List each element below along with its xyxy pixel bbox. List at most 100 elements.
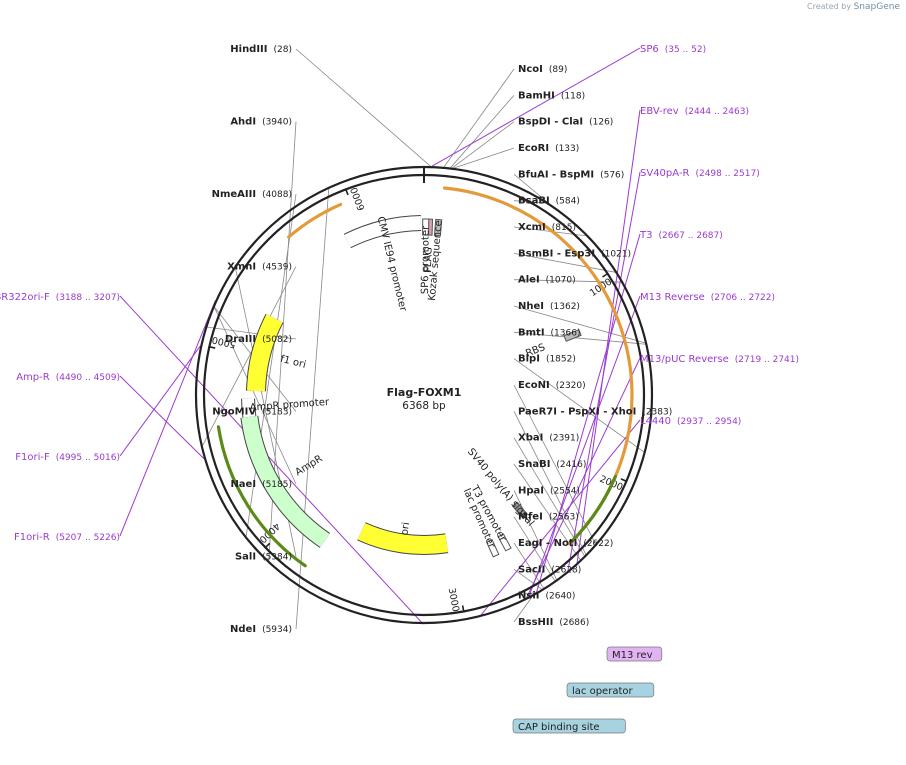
- primer-range: (3188 .. 3207): [56, 293, 120, 303]
- primer-range: (2937 .. 2954): [677, 417, 741, 427]
- orf-arc: [287, 202, 343, 239]
- boxed-label-bg: [606, 646, 663, 662]
- site-leader-line: [200, 266, 297, 449]
- primer-label: SP6(35 .. 52): [640, 44, 706, 55]
- site-position: (5384): [262, 553, 292, 563]
- site-label: NaeI(5185): [230, 479, 292, 490]
- boxed-label: CAP binding site: [518, 722, 600, 733]
- site-leader-line: [513, 279, 624, 283]
- site-leader-line: [513, 596, 533, 623]
- site-label: NsiI(2640): [518, 591, 575, 602]
- primer-label: EBV-rev (2444 .. 2463): [640, 106, 749, 117]
- site-position: (2391): [549, 434, 579, 444]
- site-position: (1021): [601, 249, 631, 259]
- site-position: (133): [555, 144, 579, 154]
- site-name: EcoRI: [518, 143, 549, 154]
- feature-rbs: [563, 329, 582, 342]
- primer-range: (5207 .. 5226): [56, 533, 120, 543]
- site-name: XmnI: [227, 262, 256, 273]
- site-label: EcoNI(2320): [518, 380, 586, 391]
- site-name: BssHII: [518, 617, 553, 628]
- site-position: (5082): [262, 335, 292, 345]
- primer-name: M13 Reverse: [640, 292, 705, 303]
- orf-arc: [216, 425, 307, 568]
- site-label: SnaBI(2416): [518, 459, 586, 470]
- site-name: NgoMIV: [212, 407, 256, 418]
- site-position: (1852): [546, 355, 576, 365]
- site-label: BmtI(1366): [518, 327, 580, 338]
- primer-range: (4490 .. 4509): [56, 373, 120, 383]
- primer-leader-line: [431, 47, 641, 167]
- primer-name: SP6: [640, 44, 659, 55]
- site-label: DraIII (5082): [225, 334, 292, 345]
- site-label: AhdI(3940): [230, 117, 292, 128]
- site-name: SacII: [518, 564, 545, 575]
- primer-label: M13 Reverse(2706 .. 2722): [640, 292, 775, 303]
- site-label: AleI(1070): [518, 275, 576, 286]
- site-position: (2416): [556, 460, 586, 470]
- feature-ori: [357, 523, 449, 554]
- site-position: (584): [556, 197, 580, 207]
- credit-brand: SnapGene: [853, 2, 900, 12]
- feature-label: FLAG: [423, 247, 435, 273]
- primer-name: pBR322ori-F: [0, 292, 50, 303]
- feature-cmv-ie94-promoter: [344, 216, 422, 248]
- primer-range: (2719 .. 2741): [735, 355, 799, 365]
- site-label: BsmBI - Esp3I(1021): [518, 248, 631, 259]
- tick-label: 5000: [211, 334, 237, 350]
- features-layer: [216, 186, 634, 568]
- site-position: (2320): [556, 381, 586, 391]
- site-position: (1362): [550, 302, 580, 312]
- primer-name: L4440: [640, 416, 671, 427]
- site-position: (126): [589, 118, 613, 128]
- site-position: (2622): [583, 539, 613, 549]
- site-name: XbaI: [518, 433, 543, 444]
- primer-name: T3: [639, 230, 652, 241]
- primer-label: T3(2667 .. 2687): [639, 230, 723, 241]
- site-position: (4539): [262, 263, 292, 273]
- feature-f1-ori: [247, 314, 283, 392]
- site-label: NheI(1362): [518, 301, 580, 312]
- site-position: (2686): [559, 618, 589, 628]
- site-leader-line: [513, 174, 548, 203]
- feature-ampr: [241, 415, 330, 548]
- site-position: (2640): [545, 592, 575, 602]
- primer-leader-line: [119, 295, 424, 625]
- site-leader-line: [443, 68, 515, 168]
- site-name: DraIII: [225, 334, 256, 345]
- site-leader-line: [513, 358, 646, 454]
- site-label: BamHI(118): [518, 90, 585, 101]
- site-position: (3940): [262, 118, 292, 128]
- site-label: SacII(2628): [518, 564, 581, 575]
- primer-name: EBV-rev: [640, 106, 679, 117]
- site-position: (4088): [262, 190, 292, 200]
- site-label: MfeI(2563): [518, 512, 579, 523]
- primer-leader-line: [527, 295, 641, 600]
- primer-range: (2444 .. 2463): [685, 107, 749, 117]
- site-label: EagI - NotI(2622): [518, 538, 613, 549]
- site-name: NmeAIII: [212, 189, 256, 200]
- site-label: SalI(5384): [235, 552, 292, 563]
- site-position: (2554): [550, 486, 580, 496]
- site-name: NcoI: [518, 64, 543, 75]
- boxed-label: lac operator: [572, 686, 633, 697]
- site-name: NdeI: [230, 624, 256, 635]
- site-name: BmtI: [518, 327, 545, 338]
- site-leader-line: [450, 95, 515, 168]
- primer-label: L4440 (2937 .. 2954): [640, 416, 741, 427]
- site-leader-line: [213, 304, 297, 485]
- site-position: (2563): [549, 513, 579, 523]
- feature-t3-promoter: [497, 533, 512, 552]
- site-position: (118): [561, 91, 585, 101]
- primer-label: F1ori-R(5207 .. 5226): [14, 532, 120, 543]
- site-position: (576): [600, 170, 624, 180]
- site-label: BfuAI - BspMI (576): [518, 169, 624, 180]
- site-position: (1070): [546, 276, 576, 286]
- site-name: BfuAI - BspMI: [518, 169, 594, 180]
- site-position: (5934): [262, 625, 292, 635]
- site-label: NcoI(89): [518, 64, 567, 75]
- primer-name: M13/pUC Reverse: [640, 354, 729, 365]
- site-leader-line: [453, 147, 515, 169]
